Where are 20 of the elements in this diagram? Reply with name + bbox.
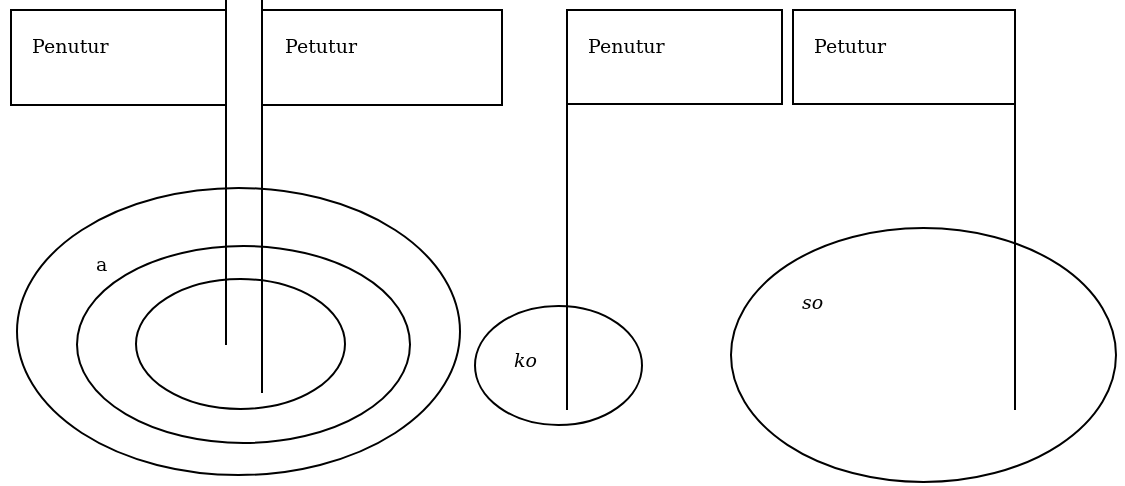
middle-ellipse [76, 245, 411, 444]
listener-box [792, 9, 1016, 105]
box-label: Penutur [588, 37, 665, 56]
box-label: Petutur [814, 37, 886, 56]
speaker-box [566, 9, 783, 105]
connector-line [261, 105, 263, 394]
large-ellipse [730, 227, 1117, 483]
ellipse-label: a [96, 255, 108, 274]
ellipse-label: ko [514, 351, 537, 370]
connector-line [1014, 104, 1016, 411]
inner-ellipse [135, 278, 346, 410]
listener-box [261, 9, 503, 106]
box-label: Petutur [285, 37, 357, 56]
speaker-box [10, 9, 227, 106]
connector-line [225, 105, 227, 346]
small-ellipse [474, 305, 643, 426]
ellipse-label: so [802, 293, 824, 312]
connector-line [566, 104, 568, 411]
box-label: Penutur [32, 37, 109, 56]
outer-ellipse [16, 187, 461, 476]
